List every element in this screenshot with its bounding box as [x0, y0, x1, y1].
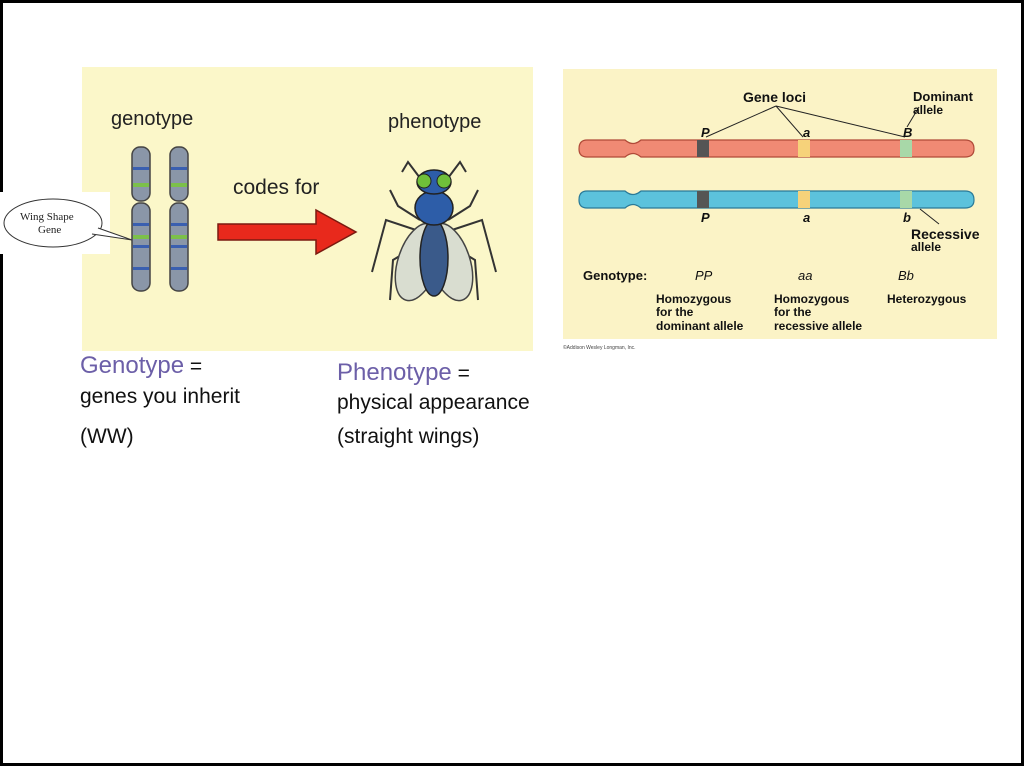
desc-homozygous-dominant-title: Homozygous	[656, 292, 732, 306]
phenotype-definition-line1: physical appearance	[337, 391, 530, 414]
dominant-allele-sublabel: allele	[913, 103, 944, 117]
recessive-allele-sublabel: allele	[911, 240, 942, 254]
top-allele-a: a	[803, 125, 811, 140]
genotype-definition-line2: (WW)	[80, 425, 134, 448]
codes-for-arrow-icon	[217, 208, 358, 256]
genotype-label: genotype	[111, 108, 194, 130]
chromosome-pair-icon	[131, 146, 189, 292]
homologous-chromosomes-diagram	[578, 105, 975, 225]
genotype-equals: =	[184, 355, 203, 378]
genotype-bb: Bb	[898, 268, 914, 283]
copyright-text: ©Addison Wesley Longman, Inc.	[563, 345, 636, 351]
fruit-fly-icon	[371, 160, 497, 302]
bottom-allele-p: P	[701, 210, 710, 225]
gene-loci-label: Gene loci	[743, 89, 807, 105]
bottom-allele-b: b	[903, 210, 911, 225]
desc-homozygous-recessive-line3: recessive allele	[774, 319, 863, 333]
genotype-pp: PP	[695, 268, 713, 283]
top-allele-p: P	[701, 125, 710, 140]
recessive-allele-label: Recessive	[911, 226, 980, 242]
genotype-definition-title: Genotype =	[80, 354, 202, 378]
desc-heterozygous-title: Heterozygous	[887, 292, 967, 306]
genotype-phenotype-panel	[82, 67, 533, 351]
phenotype-definition-line2: (straight wings)	[337, 425, 480, 448]
phenotype-label: phenotype	[388, 111, 482, 133]
bottom-allele-a: a	[803, 210, 811, 225]
chromosome-left	[131, 146, 151, 292]
phenotype-equals: =	[451, 362, 470, 385]
callout-text-line2: Gene	[38, 224, 62, 236]
genotype-aa: aa	[798, 268, 813, 283]
genotype-row-label: Genotype:	[583, 268, 648, 283]
phenotype-definition-title: Phenotype =	[337, 361, 470, 385]
callout-bubble	[0, 192, 133, 254]
genotype-definition-line1: genes you inherit	[80, 385, 240, 408]
dominant-allele-label: Dominant	[913, 89, 973, 104]
gene-loci-lines	[705, 105, 940, 225]
chromosome-top	[578, 139, 975, 158]
desc-homozygous-recessive-title: Homozygous	[774, 292, 850, 306]
desc-homozygous-dominant-line3: dominant allele	[656, 319, 744, 333]
desc-homozygous-recessive-line2: for the	[774, 305, 812, 319]
genotype-term: Genotype	[80, 352, 185, 379]
chromosome-right	[169, 146, 189, 292]
callout-text-line1: Wing Shape	[20, 211, 74, 223]
top-allele-b: B	[903, 125, 913, 140]
chromosome-bottom	[578, 190, 975, 209]
codes-for-label: codes for	[233, 176, 320, 199]
desc-homozygous-dominant-line2: for the	[656, 305, 694, 319]
phenotype-term: Phenotype	[337, 359, 452, 386]
